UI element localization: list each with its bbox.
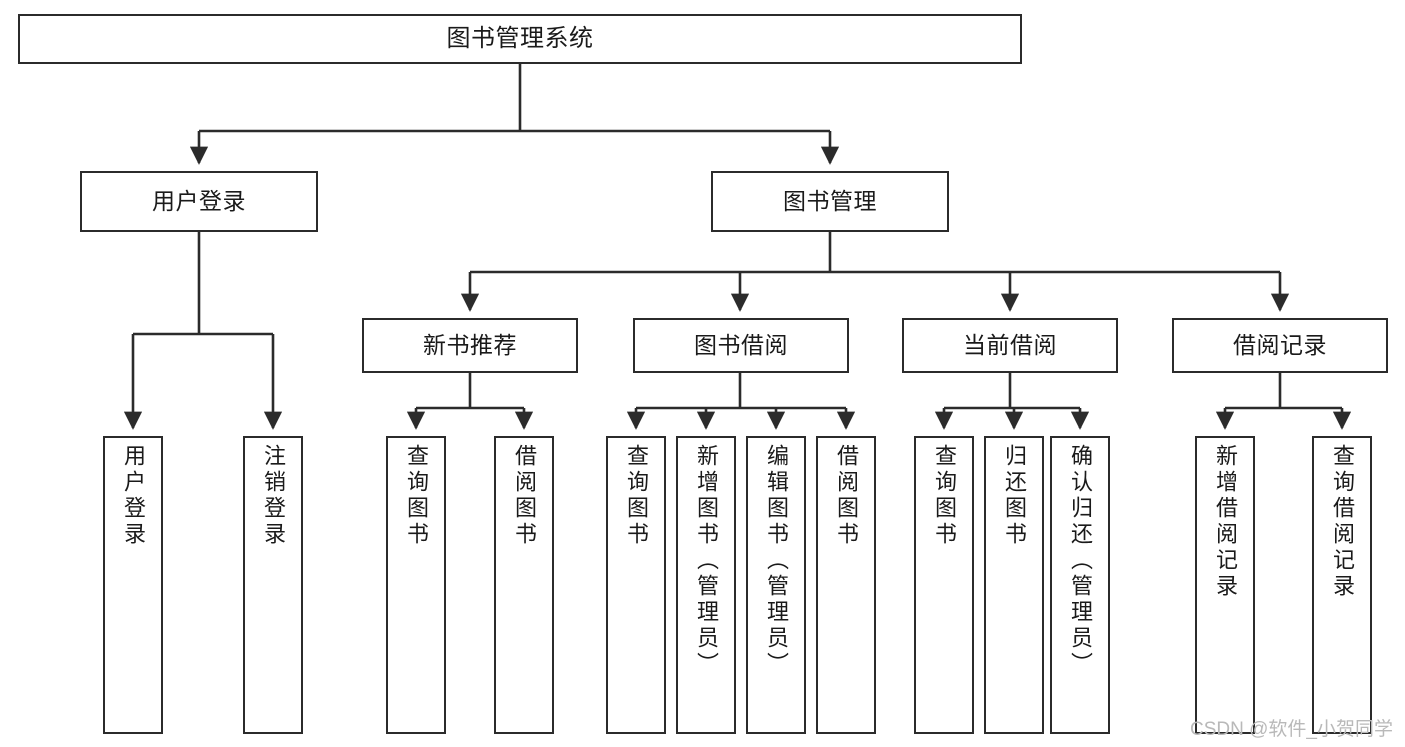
leaf-query-book-new[interactable]: 查询图书 bbox=[386, 436, 446, 734]
leaf-borrow-book[interactable]: 借阅图书 bbox=[816, 436, 876, 734]
leaf-query-book-current[interactable]: 查询图书 bbox=[914, 436, 974, 734]
leaf-add-book-admin[interactable]: 新增图书（管理员） bbox=[676, 436, 736, 734]
node-label: 注销登录 bbox=[261, 444, 286, 548]
leaf-confirm-return-admin[interactable]: 确认归还（管理员） bbox=[1050, 436, 1110, 734]
node-label: 图书管理 bbox=[783, 187, 877, 214]
node-label: 查询图书 bbox=[404, 444, 429, 548]
node-label: 用户登录 bbox=[121, 444, 146, 548]
node-label: 确认归还（管理员） bbox=[1068, 444, 1093, 678]
leaf-borrow-book-new[interactable]: 借阅图书 bbox=[494, 436, 554, 734]
watermark-text: CSDN @软件_小贺同学 bbox=[1190, 719, 1393, 740]
node-label: 新增图书（管理员） bbox=[694, 444, 719, 678]
node-current-borrow[interactable]: 当前借阅 bbox=[902, 318, 1118, 373]
node-label: 归还图书 bbox=[1002, 444, 1027, 548]
node-label: 借阅图书 bbox=[834, 444, 859, 548]
node-label: 查询图书 bbox=[932, 444, 957, 548]
leaf-query-book[interactable]: 查询图书 bbox=[606, 436, 666, 734]
node-book-management[interactable]: 图书管理 bbox=[711, 171, 949, 232]
node-label: 编辑图书（管理员） bbox=[764, 444, 789, 678]
node-label: 借阅图书 bbox=[512, 444, 537, 548]
leaf-add-borrow-record[interactable]: 新增借阅记录 bbox=[1195, 436, 1255, 734]
leaf-query-borrow-record[interactable]: 查询借阅记录 bbox=[1312, 436, 1372, 734]
node-book-borrow[interactable]: 图书借阅 bbox=[633, 318, 849, 373]
node-label: 查询借阅记录 bbox=[1330, 444, 1355, 600]
node-borrow-record[interactable]: 借阅记录 bbox=[1172, 318, 1388, 373]
leaf-edit-book-admin[interactable]: 编辑图书（管理员） bbox=[746, 436, 806, 734]
node-label: 用户登录 bbox=[152, 187, 246, 214]
node-label: 图书借阅 bbox=[694, 331, 788, 358]
leaf-user-login[interactable]: 用户登录 bbox=[103, 436, 163, 734]
node-root-system[interactable]: 图书管理系统 bbox=[18, 14, 1022, 64]
leaf-logout[interactable]: 注销登录 bbox=[243, 436, 303, 734]
node-label: 新增借阅记录 bbox=[1213, 444, 1238, 600]
node-label: 当前借阅 bbox=[963, 331, 1057, 358]
node-label: 图书管理系统 bbox=[446, 24, 594, 52]
node-label: 查询图书 bbox=[624, 444, 649, 548]
node-user-login[interactable]: 用户登录 bbox=[80, 171, 318, 232]
node-label: 新书推荐 bbox=[423, 331, 517, 358]
leaf-return-book[interactable]: 归还图书 bbox=[984, 436, 1044, 734]
node-label: 借阅记录 bbox=[1233, 331, 1327, 358]
node-new-book-recommend[interactable]: 新书推荐 bbox=[362, 318, 578, 373]
